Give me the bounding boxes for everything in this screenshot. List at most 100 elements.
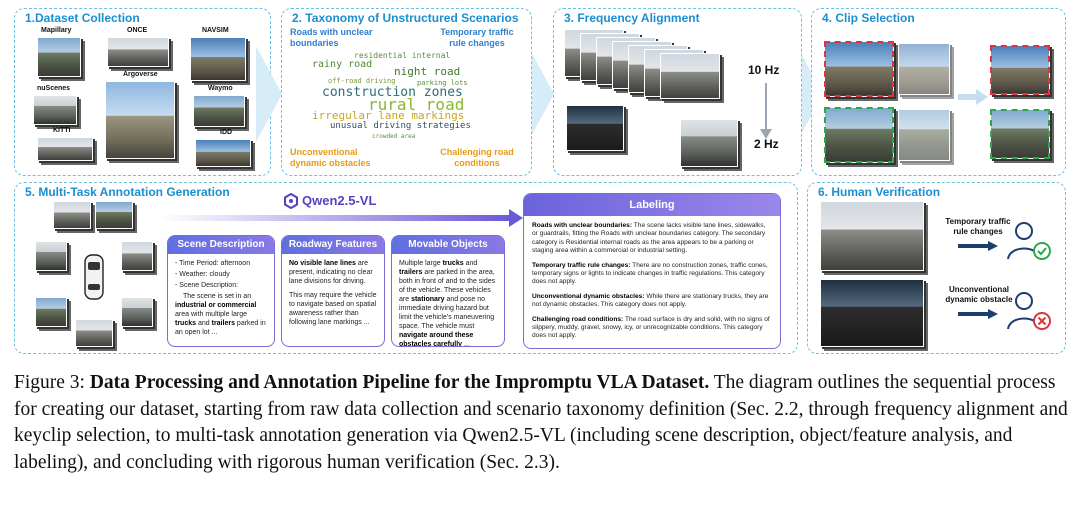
label-item: Challenging road conditions: The road su…	[532, 315, 770, 340]
car-icon	[84, 254, 104, 300]
flow-arrow-1-2	[256, 46, 282, 142]
panel-clip-selection: 4. Clip Selection	[811, 8, 1066, 176]
card-header: Roadway Features	[282, 236, 384, 254]
source-image-idd	[195, 139, 251, 167]
panel-taxonomy: 2. Taxonomy of Unstructured Scenarios Ro…	[281, 8, 532, 176]
label-item: Unconventional dynamic obstacles: While …	[532, 292, 769, 309]
card-body: - Time Period: afternoon - Weather: clou…	[168, 254, 274, 346]
scene-text: The scene is set in an industrial or com…	[175, 293, 266, 336]
source-label-nuscenes: nuScenes	[37, 85, 71, 92]
source-image-once	[107, 37, 169, 67]
card-header: Scene Description	[168, 236, 274, 254]
person-approve-icon	[1007, 222, 1051, 260]
source-label-waymo: Waymo	[208, 85, 233, 92]
camera-front	[95, 201, 133, 229]
qwen-logo-icon	[284, 193, 298, 209]
person-reject-icon	[1007, 292, 1051, 330]
taxonomy-temporary-traffic-rule: Temporary traffic rule changes	[440, 27, 514, 48]
card-movable-objects: Movable Objects Multiple large trucks an…	[391, 235, 505, 347]
source-label-once: ONCE	[127, 27, 148, 34]
panel-frequency-alignment: 3. Frequency Alignment 10 Hz 2 Hz	[553, 8, 802, 176]
word-unusual-driving-strategies: unusual driving strategies	[330, 121, 471, 131]
card-header: Labeling	[524, 194, 780, 216]
word-parking-lots: parking lots	[417, 79, 468, 87]
frame-2hz-second	[680, 119, 738, 167]
frame-stack-10hz	[564, 29, 734, 99]
verify-image-2	[820, 279, 924, 347]
panel-title: 3. Frequency Alignment	[564, 11, 700, 25]
word-rural-road: rural road	[368, 95, 465, 114]
frame	[898, 43, 950, 95]
selection-arrow	[958, 89, 988, 105]
taxonomy-challenging-road: Challenging road conditions	[440, 147, 514, 168]
caption-prefix: Figure 3:	[14, 372, 90, 393]
selected-clip-bottom	[990, 109, 1050, 159]
model-flow-arrow	[160, 215, 510, 221]
scene-time: - Time Period: afternoon	[175, 260, 251, 267]
word-rainy-road: rainy road	[312, 59, 373, 70]
card-labeling: Labeling Roads with unclear boundaries: …	[523, 193, 781, 349]
panel-human-verification: 6. Human Verification Temporary traffic …	[807, 182, 1066, 354]
source-label-idd: IDD	[220, 129, 233, 136]
clip-strip-top	[824, 41, 950, 99]
source-label-navsim: NAVSIM	[202, 27, 229, 34]
word-residential-internal: residential internal	[354, 51, 451, 60]
panel-title: 1.Dataset Collection	[25, 11, 140, 25]
downsample-arrow	[760, 83, 772, 139]
scene-weather: - Weather: cloudy	[175, 271, 230, 278]
camera-front-right	[35, 241, 67, 271]
verify-label-1: Temporary traffic rule changes	[945, 217, 1011, 236]
camera-front-left	[53, 201, 91, 229]
surround-view	[35, 201, 153, 351]
panel-annotation: 5. Multi-Task Annotation Generation Qwen…	[14, 182, 798, 354]
figure-caption: Figure 3: Data Processing and Annotation…	[14, 370, 1070, 476]
clip-strip-bottom	[824, 107, 950, 165]
verify-label-2: Unconventional dynamic obstacle	[945, 285, 1013, 304]
source-label-kitti: KITTI	[53, 127, 71, 134]
source-image-kitti	[37, 137, 93, 161]
camera-back-left	[35, 297, 67, 327]
source-label-argoverse: Argoverse	[123, 71, 158, 78]
camera-back-right	[121, 297, 153, 327]
word-construction-zones: construction zones	[322, 85, 463, 100]
camera-back	[75, 319, 113, 347]
frame	[824, 107, 894, 163]
camera-right	[121, 241, 153, 271]
word-off-road-driving: off-road driving	[328, 77, 396, 85]
model-name: Qwen2.5-VL	[302, 193, 377, 208]
frame	[660, 53, 720, 99]
caption-title: Data Processing and Annotation Pipeline …	[89, 372, 710, 393]
rate-10hz: 10 Hz	[748, 63, 780, 77]
card-body: Multiple large trucks and trailers are p…	[392, 254, 504, 347]
caption-text: The diagram outlines the sequential proc…	[14, 372, 1068, 473]
card-roadway-features: Roadway Features No visible lane lines a…	[281, 235, 385, 347]
frame-2hz-first	[566, 105, 624, 151]
rate-2hz: 2 Hz	[754, 137, 779, 151]
source-image-nuscenes	[33, 95, 77, 125]
source-label-mapillary: Mapillary	[41, 27, 72, 34]
panel-dataset-collection: 1.Dataset Collection Mapillary ONCE NAVS…	[14, 8, 271, 176]
label-item: Roads with unclear boundaries: The scene…	[532, 222, 766, 255]
frame	[898, 109, 950, 161]
panel-title: 4. Clip Selection	[822, 11, 915, 25]
word-irregular-lane-markings: irregular lane markings	[312, 109, 465, 122]
roadway-text-2: This may require the vehicle to navigate…	[289, 292, 377, 326]
card-header: Movable Objects	[392, 236, 504, 254]
verify-arrow-2	[958, 309, 998, 319]
scene-label: - Scene Description:	[175, 282, 239, 289]
taxonomy-unconventional-obstacles: Unconventional dynamic obstacles	[290, 147, 371, 168]
source-image-mapillary	[37, 37, 81, 77]
panel-title: 6. Human Verification	[818, 185, 941, 199]
roadway-text-1: No visible lane lines are present, indic…	[289, 260, 373, 285]
card-body: No visible lane lines are present, indic…	[282, 254, 384, 337]
movable-text: Multiple large trucks and trailers are p…	[399, 260, 496, 347]
panel-title: 5. Multi-Task Annotation Generation	[25, 185, 230, 199]
source-image-argoverse	[105, 81, 175, 159]
card-scene-description: Scene Description - Time Period: afterno…	[167, 235, 275, 347]
source-image-navsim	[190, 37, 246, 81]
verify-image-1	[820, 201, 924, 271]
panel-title: 2. Taxonomy of Unstructured Scenarios	[292, 11, 519, 25]
model-flow-arrowhead	[509, 209, 523, 227]
taxonomy-roads-unclear-boundaries: Roads with unclear boundaries	[290, 27, 373, 48]
label-item: Temporary traffic rule changes: There ar…	[532, 261, 768, 286]
